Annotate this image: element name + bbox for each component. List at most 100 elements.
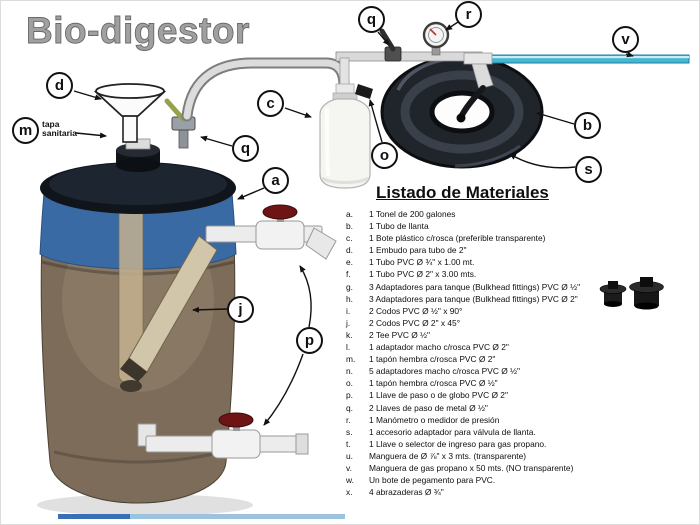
bottle-cap — [355, 84, 373, 99]
material-item: e. 1 Tubo PVC Ø ¾" x 1.00 mt. — [346, 256, 696, 268]
material-desc: 1 tapón hembra c/rosca PVC Ø 2" — [369, 354, 496, 365]
material-item: l. 1 adaptador macho c/rosca PVC Ø 2" — [346, 341, 696, 353]
callout-d: d — [46, 72, 73, 99]
callout-c: c — [257, 90, 284, 117]
material-desc: 1 tapón hembra c/rosca PVC Ø ½" — [369, 378, 498, 389]
material-desc: 2 Tee PVC Ø ½" — [369, 329, 431, 340]
material-key: o. — [346, 378, 353, 389]
materials-list: Listado de Materiales a.1 Tonel de 200 g… — [346, 183, 696, 498]
metal-gas-valve-graphic — [379, 28, 402, 62]
pressure-gauge-graphic — [422, 21, 450, 56]
material-key: j. — [346, 317, 351, 328]
material-item: i. 2 Codos PVC Ø ½" x 90° — [346, 305, 696, 317]
material-item: s. 1 accesorio adaptador para válvula de … — [346, 426, 696, 438]
material-desc: 1 adaptador macho c/rosca PVC Ø 2" — [369, 342, 509, 353]
arrow-q-lid — [200, 135, 233, 147]
material-key: c. — [346, 233, 353, 244]
material-key: x. — [346, 487, 353, 498]
page-title: Bio-digestor — [26, 10, 250, 52]
arrow-q-top — [377, 31, 390, 46]
material-desc: 1 accesorio adaptador para válvula de ll… — [369, 426, 536, 437]
material-item: o. 1 tapón hembra c/rosca PVC Ø ½" — [346, 377, 696, 389]
material-desc: 3 Adaptadores para tanque (Bulkhead fitt… — [369, 293, 578, 304]
material-item: t.1 Llave o selector de ingreso para gas… — [346, 438, 696, 450]
material-key: u. — [346, 450, 353, 461]
callout-s: s — [575, 156, 602, 183]
material-key: r. — [346, 414, 351, 425]
material-desc: 2 Llaves de paso de metal Ø ½" — [369, 402, 488, 413]
material-desc: 1 Manómetro o medidor de presión — [369, 414, 500, 425]
material-desc: 4 abrazaderas Ø ¾" — [369, 487, 444, 498]
material-item: u. Manguera de Ø ⅞" x 3 mts. (transparent… — [346, 450, 696, 462]
bottom-edge-line — [58, 514, 345, 519]
material-item: d.1 Embudo para tubo de 2" — [346, 244, 696, 256]
material-key: p. — [346, 390, 353, 401]
material-key: m. — [346, 354, 356, 365]
callout-q-lid: q — [232, 135, 259, 162]
material-key: b. — [346, 221, 353, 232]
material-key: q. — [346, 402, 353, 413]
material-item: b. 1 Tubo de llanta — [346, 220, 696, 232]
material-key: f. — [346, 269, 351, 280]
callout-v: v — [612, 26, 639, 53]
lower-outlet-valve-graphic — [137, 412, 309, 459]
material-item: r. 1 Manómetro o medidor de presión — [346, 414, 696, 426]
bulkhead-fittings-graphic — [599, 277, 664, 310]
material-item: x. 4 abrazaderas Ø ¾" — [346, 486, 696, 498]
material-item: m. 1 tapón hembra c/rosca PVC Ø 2" — [346, 353, 696, 365]
material-desc: 2 Codos PVC Ø 2" x 45° — [369, 317, 461, 328]
hose-graphic — [477, 54, 690, 64]
material-desc: 1 Llave de paso o de globo PVC Ø 2" — [369, 390, 508, 401]
arrow-c — [284, 107, 312, 118]
material-desc: 1 Tonel de 200 galones — [369, 209, 456, 219]
material-desc: Un bote de pegamento para PVC. — [369, 475, 496, 486]
material-item: w.Un bote de pegamento para PVC. — [346, 474, 696, 486]
material-desc: 1 Bote plástico c/rosca (preferible tran… — [369, 233, 546, 244]
callout-p: p — [296, 327, 323, 354]
material-desc: Manguera de Ø ⅞" x 3 mts. (transparente) — [369, 450, 527, 461]
material-desc: 1 Embudo para tubo de 2" — [369, 245, 467, 256]
material-item: v. Manguera de gas propano x 50 mts. (NO … — [346, 462, 696, 474]
arrow-d — [73, 90, 102, 101]
callout-o: o — [371, 142, 398, 169]
material-item: p. 1 Llave de paso o de globo PVC Ø 2" — [346, 389, 696, 401]
material-desc: 2 Codos PVC Ø ½" x 90° — [369, 305, 463, 316]
material-item: g. 3 Adaptadores para tanque (Bulkhead fi… — [346, 281, 696, 293]
material-item: h. 3 Adaptadores para tanque (Bulkhead fi… — [346, 293, 696, 305]
material-desc: 1 Tubo de llanta — [369, 221, 429, 232]
material-key: k. — [346, 329, 353, 340]
material-desc: 3 Adaptadores para tanque (Bulkhead fitt… — [369, 281, 581, 292]
material-key: g. — [346, 281, 353, 292]
material-key: h. — [346, 293, 353, 304]
callout-q-top: q — [358, 6, 385, 33]
material-key: n. — [346, 366, 353, 377]
arrow-v — [625, 51, 634, 58]
material-item: q. 2 Llaves de paso de metal Ø ½" — [346, 402, 696, 414]
material-key: e. — [346, 257, 353, 268]
material-desc: 5 adaptadores macho c/rosca PVC Ø ½" — [369, 366, 521, 377]
arrow-j — [192, 306, 228, 313]
arrow-r — [445, 21, 459, 31]
material-key: i. — [346, 305, 351, 316]
arrow-b — [536, 111, 575, 125]
callout-b: b — [574, 112, 601, 139]
material-item: a.1 Tonel de 200 galones — [346, 208, 696, 220]
material-item: n. 5 adaptadores macho c/rosca PVC Ø ½" — [346, 365, 696, 377]
material-key: l. — [346, 342, 351, 353]
arrow-p-down — [263, 353, 304, 426]
material-key: s. — [346, 426, 353, 437]
barrel-graphic — [37, 138, 253, 516]
arrow-a — [237, 187, 265, 200]
upper-outlet-valve-graphic — [205, 204, 337, 260]
funnel-graphic — [93, 83, 167, 143]
tire-valve-graphic — [456, 52, 494, 123]
material-desc: 1 Tubo PVC Ø ¾" x 1.00 mt. — [369, 257, 475, 268]
material-key: v. — [346, 462, 352, 473]
material-item: f. 1 Tubo PVC Ø 2" x 3.00 mts. — [346, 268, 696, 280]
callout-j: j — [227, 296, 254, 323]
material-desc: 1 Tubo PVC Ø 2" x 3.00 mts. — [369, 269, 477, 280]
callout-arrows — [73, 21, 634, 426]
material-desc: Manguera de gas propano x 50 mts. (NO tr… — [369, 462, 574, 473]
